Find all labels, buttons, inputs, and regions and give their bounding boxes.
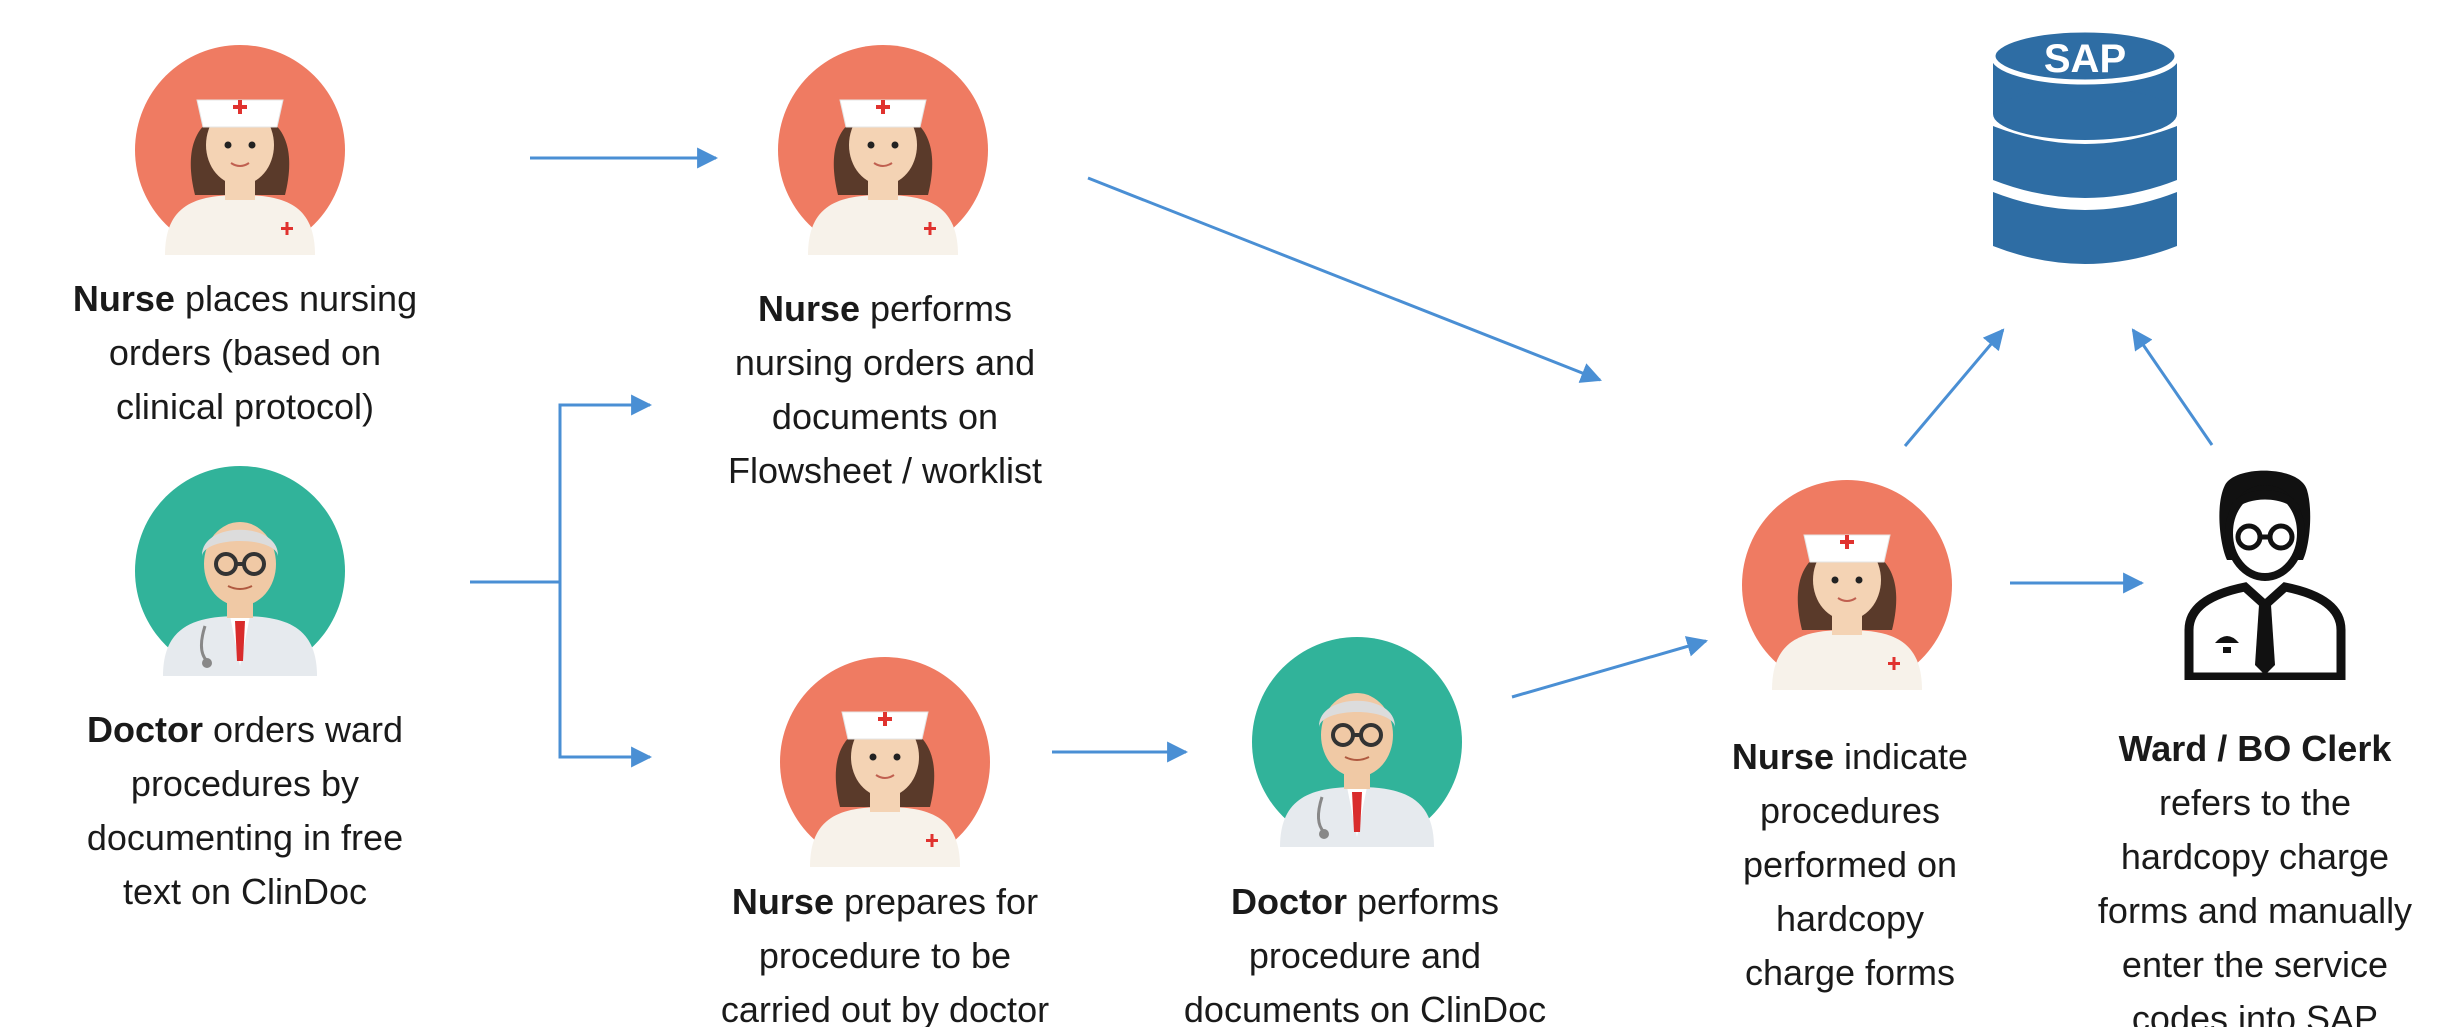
desc-line: prepares for	[833, 881, 1039, 922]
database-icon: SAP	[1990, 28, 2180, 264]
desc-line: indicate	[1833, 736, 1969, 777]
desc-line: documenting in free	[86, 817, 404, 858]
label-nurse-orders: Nurse places nursing orders (based on cl…	[15, 272, 475, 434]
role-label: Nurse	[1731, 736, 1834, 777]
desc-line: performs	[860, 288, 1013, 329]
desc-line: orders (based on	[108, 332, 382, 373]
desc-line: codes into SAP	[2131, 998, 2379, 1027]
label-nurse-performs: Nurse performs nursing orders and docume…	[650, 282, 1120, 498]
desc-line: procedures by	[130, 763, 360, 804]
desc-line: nursing orders and	[734, 342, 1036, 383]
label-nurse-prepares: Nurse prepares for procedure to be carri…	[650, 875, 1120, 1027]
desc-line: clinical protocol)	[115, 386, 375, 427]
role-label: Doctor	[86, 709, 203, 750]
desc-line: forms and manually	[2097, 890, 2413, 931]
nurse-icon	[780, 657, 990, 867]
desc-line: carried out by doctor	[720, 989, 1050, 1027]
arrow-doctor-branch-lower	[558, 582, 653, 768]
role-label: Nurse	[757, 288, 860, 329]
arrow-nurse-performs-to-nurse-indicate	[1087, 176, 1602, 383]
desc-line: hardcopy	[1775, 898, 1925, 939]
role-label: Doctor	[1230, 881, 1347, 922]
desc-line: documents on	[771, 396, 999, 437]
desc-line: enter the service	[2121, 944, 2389, 985]
nurse-icon	[135, 45, 345, 255]
role-label: Nurse	[731, 881, 834, 922]
doctor-icon	[1252, 637, 1462, 847]
nurse-icon	[1742, 480, 1952, 690]
desc-line: performed on	[1742, 844, 1958, 885]
label-clerk: Ward / BO Clerk refers to the hardcopy c…	[2055, 722, 2455, 1027]
desc-line: charge forms	[1744, 952, 1956, 993]
desc-line: refers to the	[2158, 782, 2352, 823]
arrow-doctor-branch	[470, 394, 653, 584]
clerk-icon	[2184, 470, 2346, 680]
arrow-nurse-indicate-to-sap	[1903, 328, 2005, 447]
arrow-doctor-performs-to-nurse-indicate	[1511, 636, 1709, 699]
arrow-clerk-to-sap	[2131, 328, 2214, 446]
label-doctor-performs: Doctor performs procedure and documents …	[1130, 875, 1600, 1027]
desc-line: hardcopy charge	[2120, 836, 2390, 877]
desc-line: procedure and	[1248, 935, 1482, 976]
nurse-icon	[778, 45, 988, 255]
desc-line: performs	[1346, 881, 1500, 922]
label-nurse-indicate: Nurse indicate procedures performed on h…	[1650, 730, 2050, 1000]
doctor-icon	[135, 466, 345, 676]
desc-line: Flowsheet / worklist	[727, 450, 1043, 491]
desc-line: orders ward	[202, 709, 404, 750]
label-doctor-orders: Doctor orders ward procedures by documen…	[15, 703, 475, 919]
desc-line: procedure to be	[758, 935, 1012, 976]
role-label: Nurse	[72, 278, 175, 319]
desc-line: documents on ClinDoc	[1183, 989, 1547, 1027]
role-label: Ward / BO Clerk	[2118, 728, 2392, 769]
desc-line: procedures	[1759, 790, 1941, 831]
desc-line: places nursing	[174, 278, 418, 319]
desc-line: text on ClinDoc	[122, 871, 368, 912]
database-label: SAP	[2044, 37, 2126, 81]
